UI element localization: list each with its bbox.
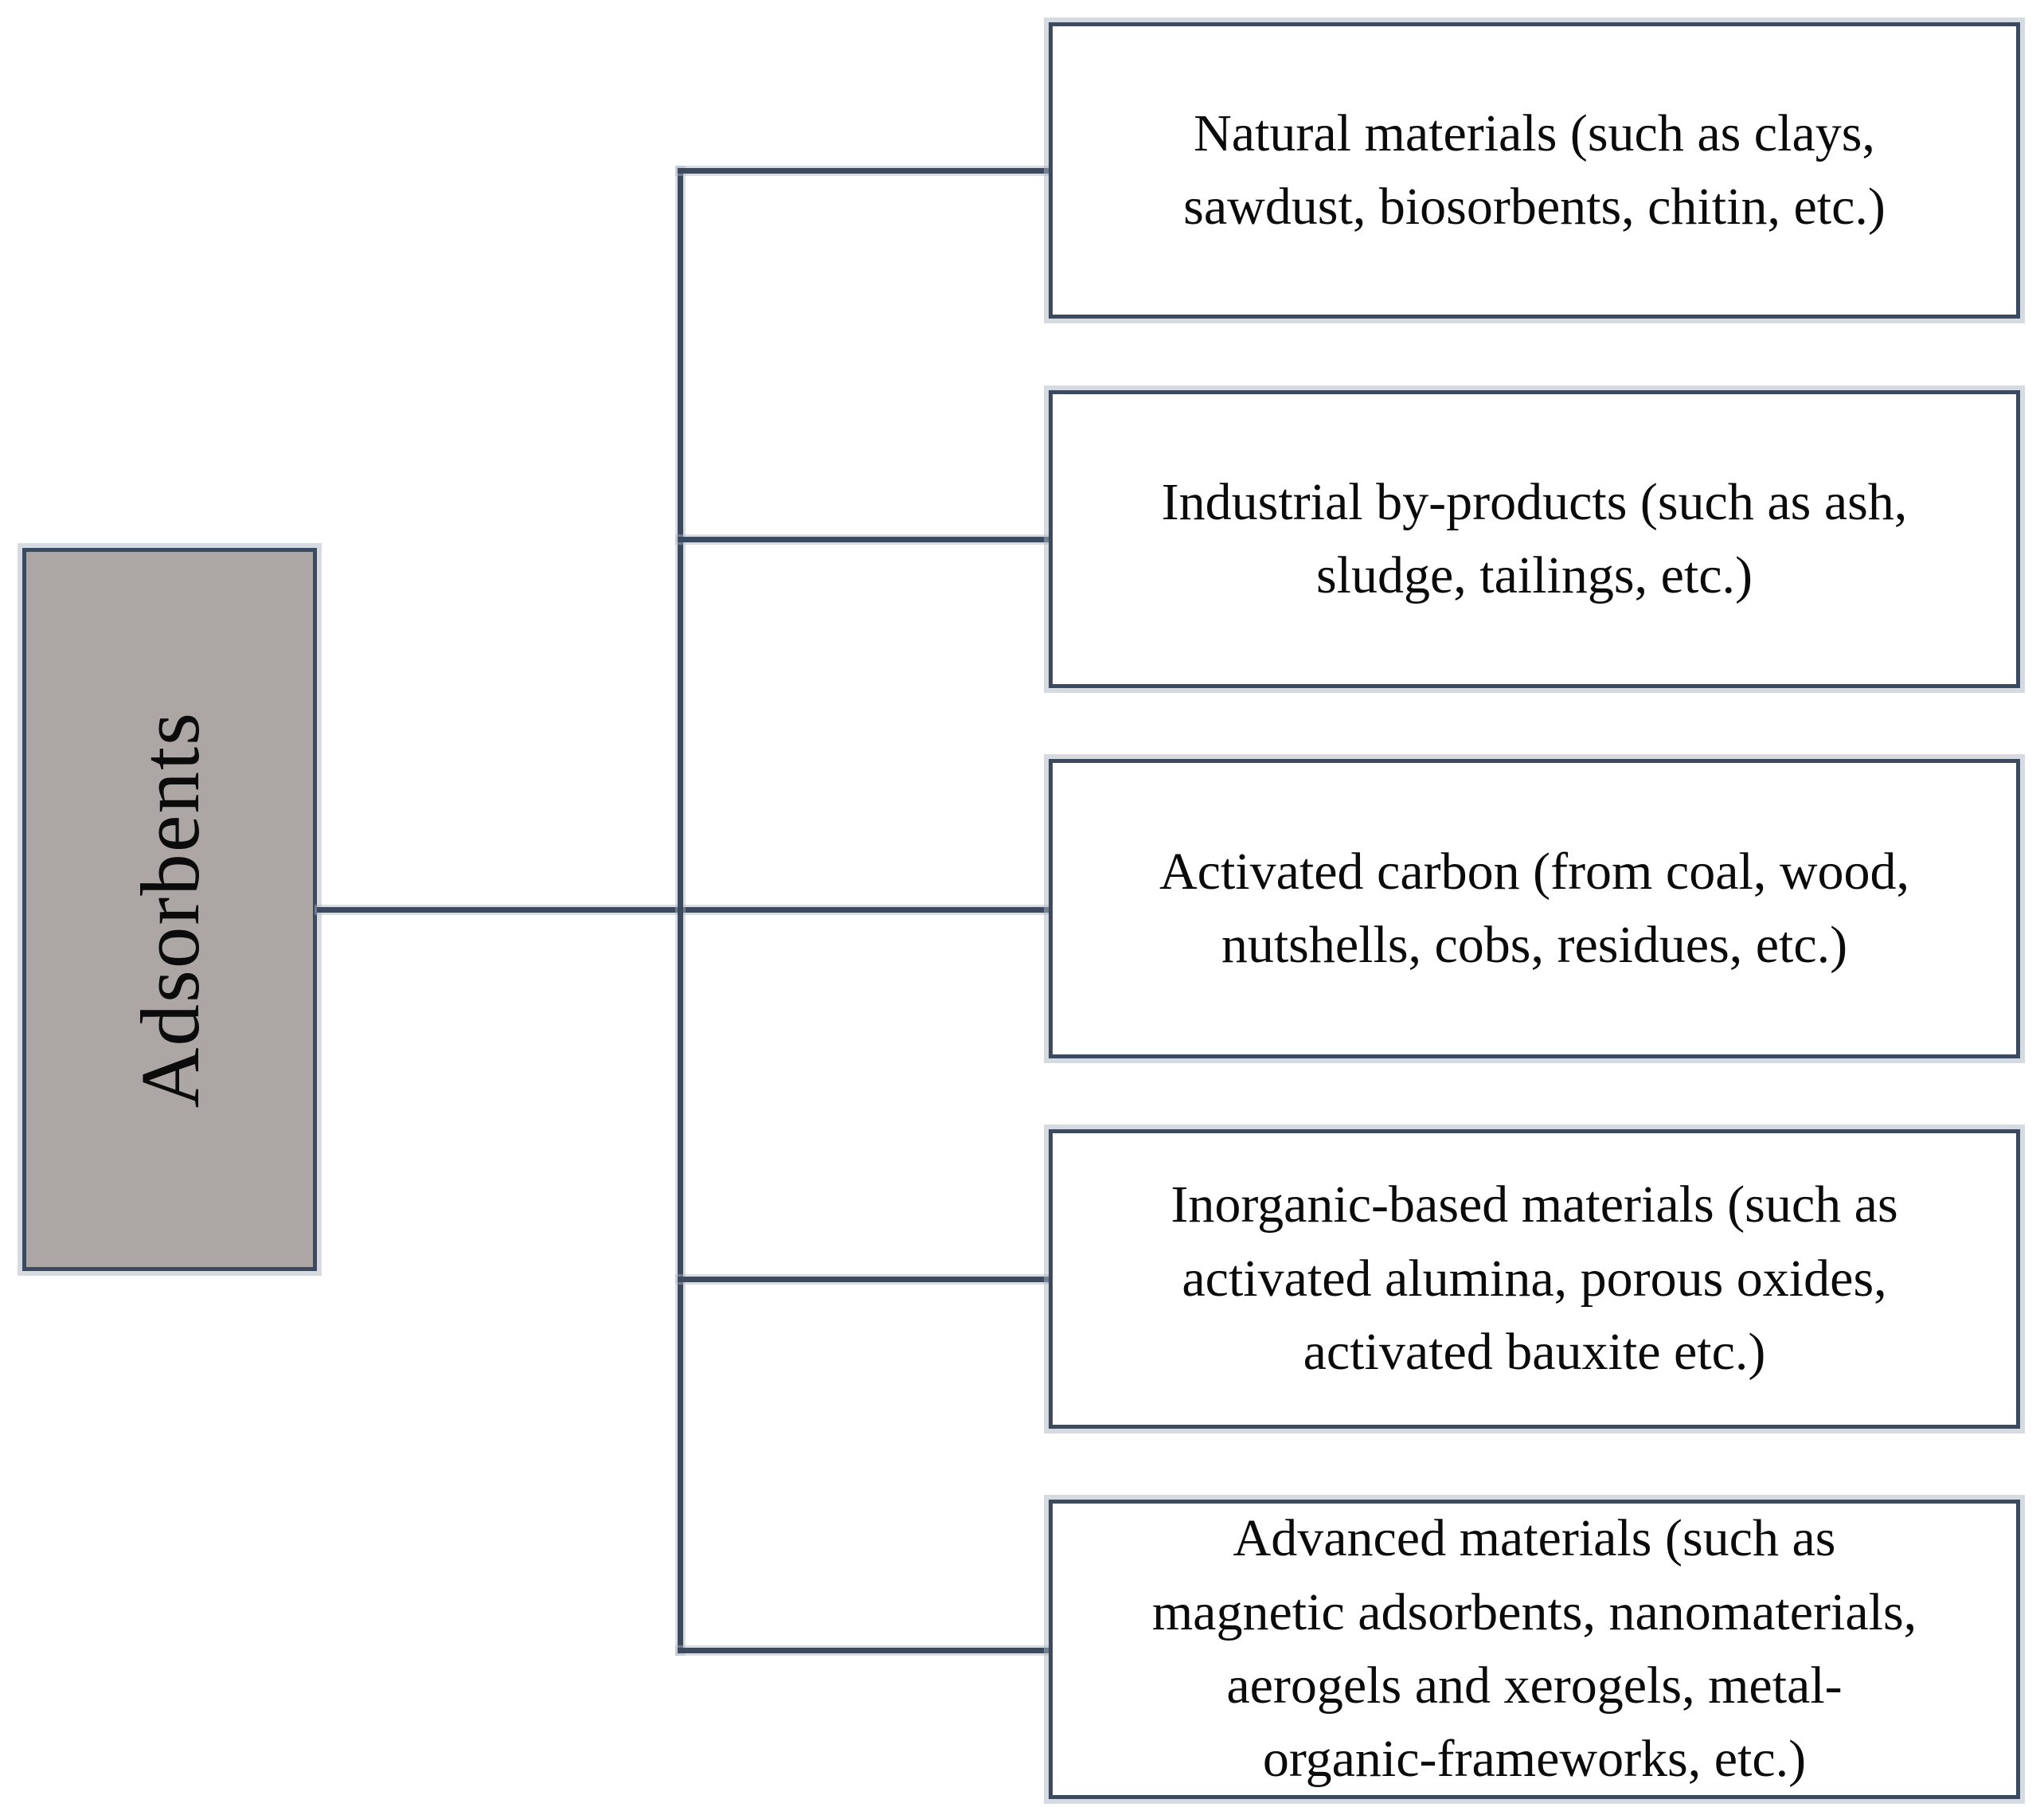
category-box-natural-materials: Natural materials (such as clays, sawdus…	[1049, 22, 2020, 319]
category-text: Advanced materials (such as magnetic ads…	[1151, 1509, 1917, 1789]
connector-branch-4-line	[678, 1277, 1049, 1282]
category-box-advanced-materials: Advanced materials (such as magnetic ads…	[1049, 1500, 2020, 1799]
category-text: Inorganic-based materials (such as activ…	[1171, 1175, 1898, 1382]
category-text: Natural materials (such as clays, sawdus…	[1183, 104, 1886, 236]
category-text: Activated carbon (from coal, wood, nutsh…	[1159, 842, 1909, 974]
category-box-activated-carbon: Activated carbon (from coal, wood, nutsh…	[1049, 759, 2020, 1058]
connector-branch-5-line	[678, 1648, 1049, 1653]
connector-branch-2-line	[678, 537, 1049, 542]
root-label: Adsorbents	[123, 710, 217, 1109]
root-box-adsorbents: Adsorbents	[22, 548, 317, 1271]
category-box-inorganic-based-materials: Inorganic-based materials (such as activ…	[1049, 1129, 2020, 1429]
connector-trunk-line	[678, 168, 683, 1653]
connector-branch-1-line	[678, 168, 1049, 174]
category-box-industrial-by-products: Industrial by-products (such as ash, slu…	[1049, 390, 2020, 688]
category-text: Industrial by-products (such as ash, slu…	[1161, 472, 1908, 604]
